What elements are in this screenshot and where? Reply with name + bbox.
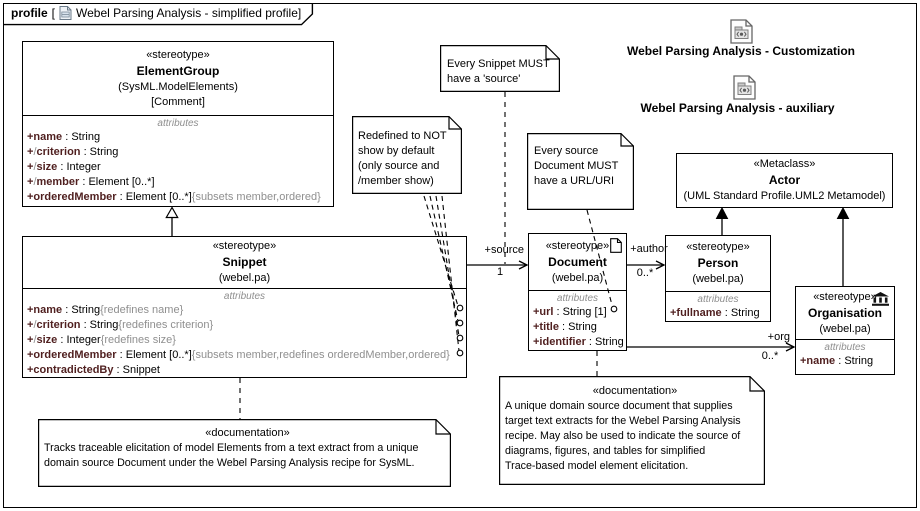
shortcut-icon-auxiliary[interactable]	[732, 75, 757, 105]
attribute-row[interactable]: +url : String [1]	[533, 306, 607, 318]
shortcut-icon-customization[interactable]	[729, 19, 754, 49]
class-name-actor[interactable]: Actor	[768, 172, 801, 187]
frame-tab[interactable]: profile [ Webel Parsing Analysis - simpl…	[11, 6, 301, 20]
attribute-row[interactable]: +/size : Integer	[27, 161, 101, 173]
class-elementgroup[interactable]: «stereotype» ElementGroup (SysML.ModelEl…	[22, 41, 334, 207]
shortcut-label-customization[interactable]: Webel Parsing Analysis - Customization	[626, 44, 856, 58]
class-organisation[interactable]: «stereotype» Organisation (webel.pa) att…	[795, 286, 895, 375]
documentation-text: Tracks traceable elicitation of model El…	[44, 442, 419, 469]
note-documentation-snippet[interactable]: «documentation» Tracks traceable elicita…	[38, 419, 451, 487]
class-package: (SysML.ModelElements)	[118, 80, 238, 93]
organisation-icon	[872, 292, 889, 306]
frame-tab-shape	[3, 3, 314, 26]
note-shape	[440, 45, 560, 92]
class-package: (webel.pa)	[819, 322, 871, 335]
stereotype-label: «stereotype»	[545, 239, 610, 252]
edge-role-org[interactable]: +org	[767, 331, 790, 343]
class-package: (webel.pa)	[551, 271, 604, 284]
note-shape	[352, 116, 462, 194]
note-shape	[38, 419, 451, 487]
stereotype-label: «stereotype»	[212, 240, 277, 252]
class-snippet[interactable]: «stereotype» Snippet (webel.pa) attribut…	[22, 236, 467, 378]
edge-role-source[interactable]: +source	[484, 244, 524, 256]
edge-multiplicity-source[interactable]: 1	[496, 266, 504, 278]
attributes-compartment-label: attributes	[556, 293, 599, 304]
attribute-row[interactable]: +/criterion : String{redefines criterion…	[27, 319, 214, 331]
class-document[interactable]: «stereotype» Document (webel.pa) attribu…	[528, 233, 627, 351]
attribute-row[interactable]: +name : String{redefines name}	[27, 304, 184, 316]
shortcut-label-auxiliary[interactable]: Webel Parsing Analysis - auxiliary	[640, 101, 835, 115]
documentation-text: A unique domain source document that sup…	[505, 400, 741, 472]
note-shape	[527, 133, 634, 210]
attribute-row[interactable]: +/size : Integer{redefines size}	[27, 334, 176, 346]
stereotype-label: «stereotype»	[813, 290, 877, 303]
package-diagram-icon	[730, 19, 753, 44]
attributes-list: +url : String [1] +title : String +identif…	[533, 305, 624, 350]
attribute-row[interactable]: +title : String	[533, 321, 597, 333]
documentation-stereotype: «documentation»	[205, 427, 290, 439]
attributes-compartment-label: attributes	[824, 342, 866, 353]
class-actor[interactable]: «Metaclass» Actor (UML Standard Profile.…	[676, 153, 893, 208]
class-package: (webel.pa)	[692, 273, 744, 285]
stereotype-label: «Metaclass»	[753, 157, 816, 170]
attributes-compartment-label: attributes	[223, 291, 266, 302]
attribute-row[interactable]: +name : String	[800, 355, 874, 367]
class-name-organisation[interactable]: Organisation	[807, 305, 882, 320]
class-name-snippet[interactable]: Snippet	[222, 255, 267, 269]
package-diagram-icon	[733, 75, 756, 100]
attribute-row[interactable]: +fullname : String	[670, 307, 760, 319]
edge-multiplicity-author[interactable]: 0..*	[636, 267, 654, 279]
frame-kind-label: profile	[11, 6, 48, 20]
attributes-list: +fullname : String	[670, 306, 766, 321]
attribute-row[interactable]: +orderedMember : Element [0..*]{subsets …	[27, 349, 450, 361]
class-person[interactable]: «stereotype» Person (webel.pa) attribute…	[665, 235, 771, 322]
edge-role-author[interactable]: +author	[630, 243, 668, 255]
attribute-row[interactable]: +orderedMember : Element [0..*]{subsets …	[27, 191, 321, 203]
frame-bracket-open: [	[51, 6, 56, 20]
document-icon	[610, 238, 622, 253]
edge-multiplicity-org[interactable]: 0..*	[761, 350, 779, 362]
class-package: (UML Standard Profile.UML2 Metamodel)	[683, 189, 886, 202]
attribute-row[interactable]: +contradictedBy : Snippet	[27, 364, 160, 376]
diagram-icon	[59, 6, 72, 20]
class-package: (webel.pa)	[218, 272, 271, 284]
class-name-document[interactable]: Document	[548, 254, 607, 269]
attribute-row[interactable]: +/criterion : String	[27, 146, 119, 158]
attributes-list: +name : String{redefines name} +/criterio…	[27, 303, 462, 378]
class-name-elementgroup[interactable]: ElementGroup	[136, 63, 220, 78]
note-shape	[499, 376, 765, 485]
stereotype-label: «stereotype»	[686, 241, 750, 253]
frame-diagram-name: Webel Parsing Analysis - simplified prof…	[76, 6, 302, 20]
attributes-list: +name : String +/criterion : String +/size…	[27, 130, 329, 205]
class-extends-label: [Comment]	[151, 95, 205, 108]
documentation-stereotype: «documentation»	[592, 385, 678, 397]
stereotype-label: «stereotype»	[146, 48, 210, 61]
attributes-list: +name : String	[800, 354, 890, 369]
attribute-row[interactable]: +identifier : String	[533, 336, 624, 348]
attribute-row[interactable]: +name : String	[27, 131, 101, 143]
attributes-compartment-label: attributes	[157, 118, 199, 129]
note-documentation-document[interactable]: «documentation» A unique domain source d…	[499, 376, 765, 485]
diagram-frame	[3, 3, 917, 508]
class-name-person[interactable]: Person	[697, 256, 739, 270]
attribute-row[interactable]: +/member : Element [0..*]	[27, 176, 155, 188]
attributes-compartment-label: attributes	[697, 294, 739, 305]
